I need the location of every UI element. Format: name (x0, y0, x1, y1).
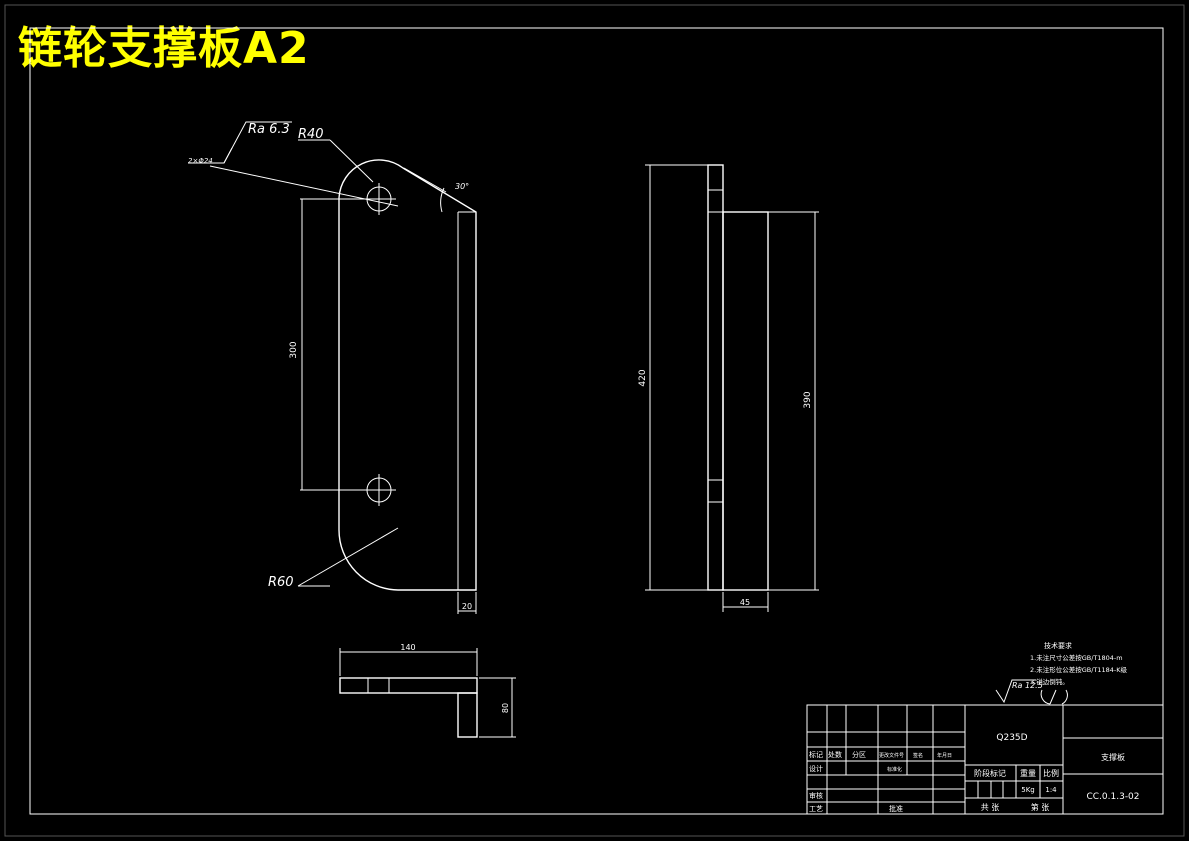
tech-line-3: 3.锐边倒钝。 (1030, 677, 1069, 686)
tb-std: 标准化 (887, 766, 902, 773)
frame-inner (29, 27, 1164, 815)
dim-side-width: 45 (740, 598, 750, 607)
tb-approve: 批准 (889, 804, 903, 813)
tech-heading: 技术要求 (1044, 641, 1072, 650)
dim-hole-spacing: 300 (289, 341, 299, 358)
tb-stage: 阶段标记 (974, 768, 1006, 778)
tb-design: 设计 (809, 764, 823, 773)
tb-count: 处数 (828, 750, 842, 759)
hole-callout: 2×Φ24 (188, 157, 213, 165)
dim-angle: 30° (455, 182, 469, 191)
tb-drawing-no: CC.0.1.3-02 (1086, 792, 1139, 802)
dim-thickness: 20 (462, 602, 472, 611)
dim-side-inner: 390 (803, 391, 813, 408)
dim-top-width: 140 (400, 643, 415, 652)
tb-date: 年月日 (937, 752, 952, 759)
tb-review: 审核 (809, 791, 823, 800)
tech-line-2: 2.未注形位公差按GB/T1184-K级 (1030, 665, 1128, 674)
technical-requirements: 技术要求 1.未注尺寸公差按GB/T1804-m 2.未注形位公差按GB/T11… (995, 641, 1128, 705)
tb-scale-label: 比例 (1043, 768, 1059, 778)
front-view: 300 Ra 6.3 2×Φ24 R40 30° R60 20 (188, 121, 477, 614)
tb-zone: 分区 (852, 750, 866, 759)
dim-r60: R60 (268, 575, 294, 590)
tb-process: 工艺 (809, 805, 823, 813)
dim-side-height: 420 (638, 369, 648, 386)
tb-sign: 签名 (913, 752, 923, 759)
tb-sheet-no: 第 张 (1031, 802, 1050, 812)
roughness-general: Ra 12.5 (1012, 681, 1043, 690)
tb-mark: 标记 (809, 750, 823, 759)
plate-outline (338, 159, 477, 591)
tb-change-doc: 更改文件号 (879, 752, 904, 759)
tb-material: Q235D (996, 733, 1027, 743)
tb-part-name: 支撑板 (1101, 752, 1125, 762)
tb-weight: 5Kg (1021, 786, 1035, 794)
tech-line-1: 1.未注尺寸公差按GB/T1804-m (1030, 653, 1123, 662)
tb-weight-label: 重量 (1020, 768, 1036, 778)
dim-r40: R40 (298, 127, 324, 142)
top-view: 140 80 (339, 643, 516, 738)
dim-top-depth: 80 (501, 703, 510, 713)
title-block: 标记 处数 分区 更改文件号 签名 年月日 设计 标准化 审核 工艺 批准 Q2… (806, 704, 1164, 815)
drawing-title: 链轮支撑板A2 (18, 23, 310, 74)
frame-outer (4, 4, 1185, 837)
roughness-top: Ra 6.3 (248, 122, 290, 137)
tb-sheets-total: 共 张 (981, 803, 1000, 812)
tb-scale: 1:4 (1045, 786, 1057, 794)
side-view: 420 390 45 (638, 164, 819, 612)
